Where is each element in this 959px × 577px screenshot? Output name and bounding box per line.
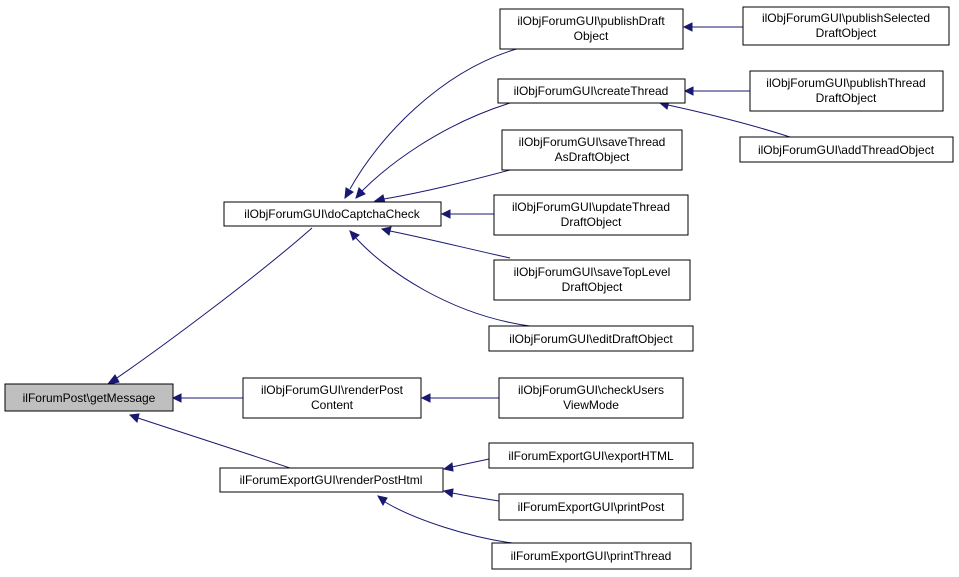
node-box	[488, 442, 694, 469]
nodes-layer: ilForumPost\getMessage ilObjForumGUI\doC…	[4, 6, 954, 570]
node-doCaptchaCheck[interactable]: ilObjForumGUI\doCaptchaCheck	[223, 201, 442, 227]
arrowhead-printPost-renderPostHtml	[442, 488, 454, 498]
edge-addThreadObject-createThread	[667, 104, 791, 138]
node-label-line2: ViewMode	[563, 398, 619, 412]
arrowhead-renderPostContent-getMessage	[171, 393, 182, 403]
arrowhead-createThread-doCaptchaCheck	[355, 187, 366, 199]
node-editDraftObject[interactable]: ilObjForumGUI\editDraftObject	[488, 325, 694, 352]
node-label: ilObjForumGUI\doCaptchaCheck	[244, 207, 420, 221]
node-printThread[interactable]: ilForumExportGUI\printThread	[491, 542, 692, 570]
node-label: ilObjForumGUI\updateThread	[512, 200, 670, 214]
node-label-line2: DraftObject	[816, 91, 877, 105]
edge-saveThreadAsDraftObject-doCaptchaCheck	[383, 169, 511, 200]
node-checkUsersViewMode[interactable]: ilObjForumGUI\checkUsers ViewMode	[498, 377, 684, 419]
arrowhead-doCaptchaCheck-getMessage	[106, 374, 120, 385]
node-label: ilObjForumGUI\checkUsers	[518, 383, 664, 397]
node-box	[242, 377, 422, 419]
edge-doCaptchaCheck-getMessage	[113, 227, 313, 381]
node-publishThreadDraftObject[interactable]: ilObjForumGUI\publishThread DraftObject	[749, 70, 944, 112]
node-saveTopLevelDraftObject[interactable]: ilObjForumGUI\saveTopLevel DraftObject	[493, 259, 691, 301]
node-label: ilForumExportGUI\printPost	[518, 500, 665, 514]
node-label: ilForumExportGUI\printThread	[511, 549, 672, 563]
node-publishSelectedDraftObject[interactable]: ilObjForumGUI\publishSelected DraftObjec…	[742, 6, 950, 46]
node-label-line2: DraftObject	[816, 26, 877, 40]
node-box	[742, 6, 950, 46]
node-box	[739, 136, 954, 163]
node-label: ilForumPost\getMessage	[23, 391, 156, 405]
arrowhead-exportHTML-renderPostHtml	[442, 462, 454, 472]
arrowhead-updateThreadDraftObject-doCaptchaCheck	[440, 209, 451, 219]
node-label-line2: Content	[311, 398, 354, 412]
node-box	[488, 325, 694, 352]
node-label-line2: AsDraftObject	[555, 150, 630, 164]
node-renderPostHtml[interactable]: ilForumExportGUI\renderPostHtml	[219, 467, 444, 493]
arrowhead-publishThreadDraftObject-createThread	[683, 86, 694, 96]
edge-createThread-doCaptchaCheck	[361, 102, 511, 192]
edge-publishDraftObject-doCaptchaCheck	[349, 47, 521, 190]
arrowhead-publishSelectedDraftObject-publishDraftObject	[682, 22, 693, 32]
node-renderPostContent[interactable]: ilObjForumGUI\renderPost Content	[242, 377, 422, 419]
node-box	[749, 70, 944, 112]
node-box	[499, 8, 684, 50]
node-label: ilObjForumGUI\publishSelected	[762, 11, 930, 25]
node-label-line2: DraftObject	[561, 215, 622, 229]
edge-saveTopLevelDraftObject-doCaptchaCheck	[389, 230, 511, 259]
node-getMessage[interactable]: ilForumPost\getMessage	[4, 383, 174, 412]
edge-printPost-renderPostHtml	[451, 492, 500, 502]
node-label-line2: Object	[574, 29, 609, 43]
node-label: ilObjForumGUI\renderPost	[261, 383, 404, 397]
node-box	[4, 383, 174, 412]
arrowhead-publishDraftObject-doCaptchaCheck	[344, 187, 354, 200]
node-createThread[interactable]: ilObjForumGUI\createThread	[497, 78, 686, 104]
node-label: ilObjForumGUI\publishDraft	[517, 14, 665, 28]
arrowhead-printThread-renderPostHtml	[377, 495, 388, 507]
node-box	[501, 129, 683, 171]
node-addThreadObject[interactable]: ilObjForumGUI\addThreadObject	[739, 136, 954, 163]
node-publishDraftObject[interactable]: ilObjForumGUI\publishDraft Object	[499, 8, 684, 50]
arrowhead-checkUsersViewMode-renderPostContent	[420, 393, 431, 403]
node-box	[491, 542, 692, 570]
node-exportHTML[interactable]: ilForumExportGUI\exportHTML	[488, 442, 694, 469]
node-label-line2: DraftObject	[562, 280, 623, 294]
node-saveThreadAsDraftObject[interactable]: ilObjForumGUI\saveThread AsDraftObject	[501, 129, 683, 171]
edge-renderPostHtml-getMessage	[137, 417, 294, 470]
node-box	[219, 467, 444, 493]
arrowhead-editDraftObject-doCaptchaCheck	[349, 230, 360, 241]
node-box	[493, 259, 691, 301]
node-label: ilObjForumGUI\saveThread	[519, 135, 666, 149]
edge-exportHTML-renderPostHtml	[451, 458, 490, 468]
node-label: ilObjForumGUI\editDraftObject	[509, 332, 673, 346]
node-label: ilForumExportGUI\renderPostHtml	[240, 473, 423, 487]
node-box	[497, 78, 686, 104]
node-label: ilObjForumGUI\addThreadObject	[758, 143, 935, 157]
node-box	[498, 493, 684, 521]
arrowhead-renderPostHtml-getMessage	[128, 413, 140, 423]
node-box	[223, 201, 442, 227]
node-label: ilObjForumGUI\createThread	[514, 84, 669, 98]
edge-editDraftObject-doCaptchaCheck	[355, 237, 531, 327]
node-box	[498, 377, 684, 419]
node-label: ilObjForumGUI\saveTopLevel	[514, 265, 671, 279]
node-label: ilForumExportGUI\exportHTML	[508, 449, 674, 463]
node-printPost[interactable]: ilForumExportGUI\printPost	[498, 493, 684, 521]
arrowhead-saveTopLevelDraftObject-doCaptchaCheck	[380, 226, 392, 236]
node-label: ilObjForumGUI\publishThread	[766, 76, 925, 90]
edges-layer	[106, 22, 791, 546]
node-updateThreadDraftObject[interactable]: ilObjForumGUI\updateThread DraftObject	[493, 194, 689, 236]
node-box	[493, 194, 689, 236]
